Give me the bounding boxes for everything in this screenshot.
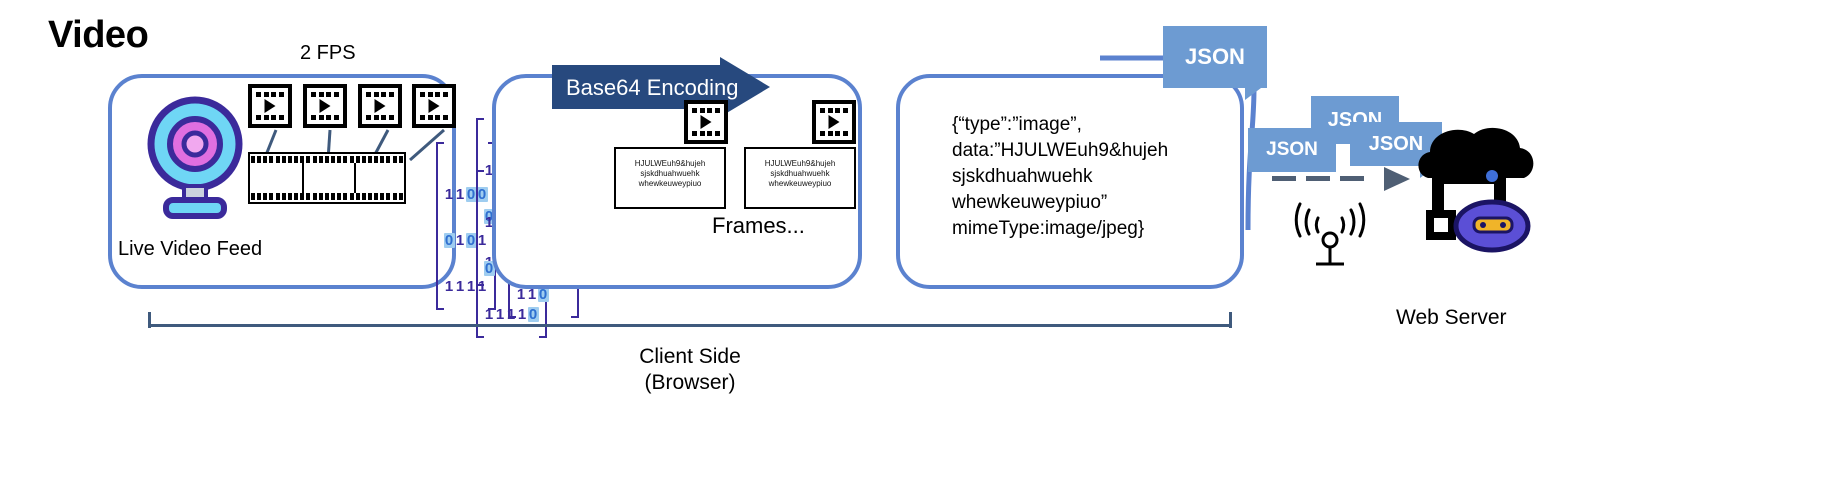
json-tag-label: JSON (1266, 139, 1318, 160)
base64-arrow-label: Base64 Encoding (566, 75, 739, 100)
film-strip (248, 152, 406, 204)
page-title: Video (48, 14, 149, 56)
live-feed-label: Live Video Feed (118, 238, 263, 260)
play-frame-icon (684, 100, 728, 144)
frame-thumbnail-row (248, 84, 456, 132)
web-server-label: Web Server (1396, 306, 1507, 329)
encoded-frame-text: HJULWEuh9&hujeh sjskdhuahwuehk whewkeuwe… (764, 159, 836, 188)
client-side-caption: Client Side (Browser) (639, 345, 741, 394)
json-tag: JSON (1163, 26, 1267, 100)
webcam-icon (147, 96, 243, 219)
encoded-frame-card: HJULWEuh9&hujeh sjskdhuahwuehk whewkeuwe… (614, 147, 726, 209)
play-frame-icon (248, 84, 292, 128)
play-frame-icon (412, 84, 456, 128)
wifi-antenna-icon (1294, 202, 1366, 266)
play-frame-icon (812, 100, 856, 144)
json-tag-label: JSON (1185, 44, 1245, 69)
json-tag-label: JSON (1368, 132, 1424, 155)
encoded-frame-text: HJULWEuh9&hujeh sjskdhuahwuehk whewkeuwe… (634, 159, 706, 188)
client-side-bracket (148, 312, 1232, 328)
web-server-icon (1418, 127, 1534, 253)
encoded-frame-card: HJULWEuh9&hujeh sjskdhuahwuehk whewkeuwe… (744, 147, 856, 209)
frames-label: Frames... (712, 213, 805, 238)
json-tag: JSON (1248, 128, 1336, 172)
json-payload-text: {“type”:”image”, data:”HJULWEuh9&hujeh s… (952, 114, 1169, 239)
play-frame-icon (358, 84, 402, 128)
base64-encoding-arrow: Base64 Encoding (552, 57, 770, 117)
payload-stage-box (896, 74, 1244, 289)
fps-label: 2 FPS (300, 42, 356, 64)
play-frame-icon (303, 84, 347, 128)
transmit-dashed-arrow (1272, 167, 1410, 191)
